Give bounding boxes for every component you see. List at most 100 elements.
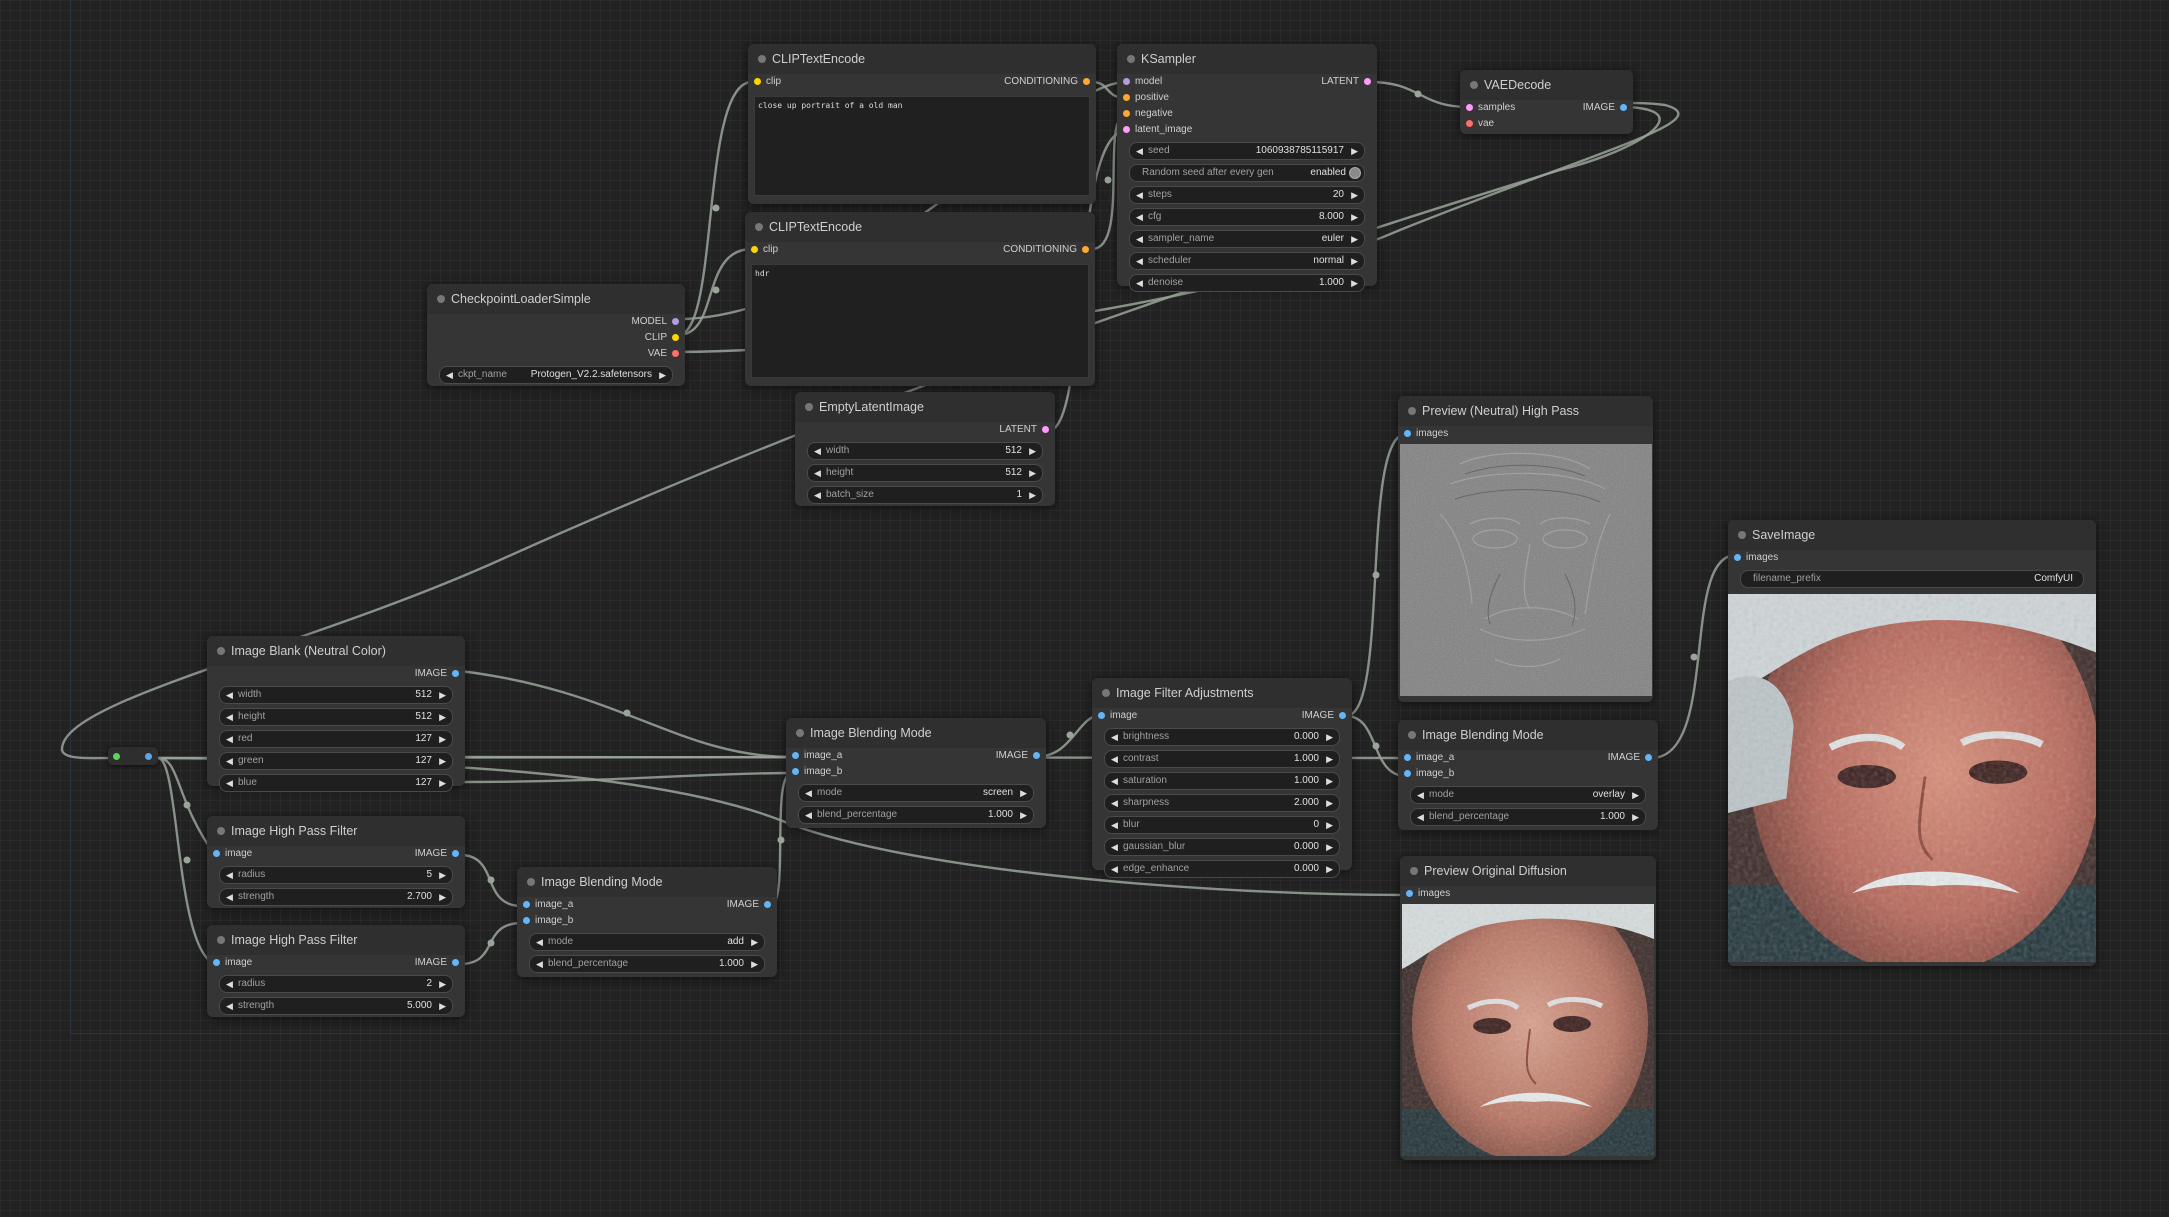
collapse-dot-icon[interactable] [1127, 55, 1135, 63]
reroute-output-socket[interactable] [145, 753, 152, 760]
node-title[interactable]: CLIPTextEncode [745, 212, 1095, 242]
node-title[interactable]: KSampler [1117, 44, 1377, 74]
socket-clip-output[interactable] [672, 334, 679, 341]
socket-latent-output[interactable] [1042, 426, 1049, 433]
node-title[interactable]: Image High Pass Filter [207, 925, 465, 955]
collapse-dot-icon[interactable] [1408, 731, 1416, 739]
socket-clip-input[interactable] [754, 78, 761, 85]
collapse-dot-icon[interactable] [758, 55, 766, 63]
preview-highpass-node[interactable]: Preview (Neutral) High Pass images [1398, 396, 1653, 702]
collapse-dot-icon[interactable] [1408, 407, 1416, 415]
checkpoint-loader-node[interactable]: CheckpointLoaderSimple MODEL CLIP VAE ◀c… [427, 284, 685, 386]
node-title[interactable]: Image Blending Mode [517, 867, 777, 897]
prompt-textarea[interactable]: close up portrait of a old man [754, 96, 1090, 196]
socket-image-b-input[interactable] [523, 917, 530, 924]
socket-negative-input[interactable] [1123, 110, 1130, 117]
socket-image-input[interactable] [213, 959, 220, 966]
collapse-dot-icon[interactable] [796, 729, 804, 737]
socket-vae-output[interactable] [672, 350, 679, 357]
collapse-dot-icon[interactable] [805, 403, 813, 411]
collapse-dot-icon[interactable] [527, 878, 535, 886]
image-highpass-filter-node-1[interactable]: Image High Pass Filter image IMAGE ◀radi… [207, 816, 465, 908]
ksampler-node[interactable]: KSampler model LATENT positive negative … [1117, 44, 1377, 292]
image-filter-adjustments-node[interactable]: Image Filter Adjustments image IMAGE ◀br… [1092, 678, 1352, 878]
socket-conditioning-output[interactable] [1083, 78, 1090, 85]
socket-image-output[interactable] [764, 901, 771, 908]
preview-original-diffusion-node[interactable]: Preview Original Diffusion images [1400, 856, 1656, 1160]
node-title[interactable]: SaveImage [1728, 520, 2096, 550]
socket-image-input[interactable] [213, 850, 220, 857]
socket-images-input[interactable] [1406, 890, 1413, 897]
socket-images-input[interactable] [1404, 430, 1411, 437]
clip-text-encode-negative-node[interactable]: CLIPTextEncode clip CONDITIONING hdr [745, 212, 1095, 386]
collapse-dot-icon[interactable] [217, 647, 225, 655]
collapse-dot-icon[interactable] [1738, 531, 1746, 539]
node-title[interactable]: Image Filter Adjustments [1092, 678, 1352, 708]
clip-text-encode-positive-node[interactable]: CLIPTextEncode clip CONDITIONING close u… [748, 44, 1096, 204]
socket-image-output[interactable] [1645, 754, 1652, 761]
socket-image-input[interactable] [1098, 712, 1105, 719]
node-title[interactable]: CheckpointLoaderSimple [427, 284, 685, 314]
node-title[interactable]: Image Blending Mode [1398, 720, 1658, 750]
image-blank-node[interactable]: Image Blank (Neutral Color) IMAGE ◀width… [207, 636, 465, 792]
vae-decode-node[interactable]: VAEDecode samples IMAGE vae [1460, 70, 1633, 134]
collapse-dot-icon[interactable] [1470, 81, 1478, 89]
node-title[interactable]: Image Blending Mode [786, 718, 1046, 748]
node-title[interactable]: CLIPTextEncode [748, 44, 1096, 74]
socket-latent-output[interactable] [1364, 78, 1371, 85]
socket-model-output[interactable] [672, 318, 679, 325]
socket-positive-input[interactable] [1123, 94, 1130, 101]
node-title[interactable]: Image Blank (Neutral Color) [207, 636, 465, 666]
socket-image-b-input[interactable] [1404, 770, 1411, 777]
socket-image-a-input[interactable] [1404, 754, 1411, 761]
socket-image-a-input[interactable] [792, 752, 799, 759]
collapse-dot-icon[interactable] [1102, 689, 1110, 697]
node-title[interactable]: Preview Original Diffusion [1400, 856, 1656, 886]
node-title[interactable]: VAEDecode [1460, 70, 1633, 100]
socket-model-input[interactable] [1123, 78, 1130, 85]
socket-image-b-input[interactable] [792, 768, 799, 775]
socket-image-output[interactable] [1033, 752, 1040, 759]
socket-vae-input[interactable] [1466, 120, 1473, 127]
socket-image-output[interactable] [452, 959, 459, 966]
socket-clip-input[interactable] [751, 246, 758, 253]
socket-image-output[interactable] [452, 670, 459, 677]
socket-latent-image-input[interactable] [1123, 126, 1130, 133]
collapse-dot-icon[interactable] [1410, 867, 1418, 875]
image-blending-mode-overlay-node[interactable]: Image Blending Mode image_a IMAGE image_… [1398, 720, 1658, 830]
socket-images-input[interactable] [1734, 554, 1741, 561]
node-title[interactable]: Preview (Neutral) High Pass [1398, 396, 1653, 426]
socket-image-a-input[interactable] [523, 901, 530, 908]
collapse-dot-icon[interactable] [217, 827, 225, 835]
socket-image-output[interactable] [1339, 712, 1346, 719]
prompt-textarea[interactable]: hdr [751, 264, 1089, 378]
reroute-node[interactable] [108, 747, 158, 765]
